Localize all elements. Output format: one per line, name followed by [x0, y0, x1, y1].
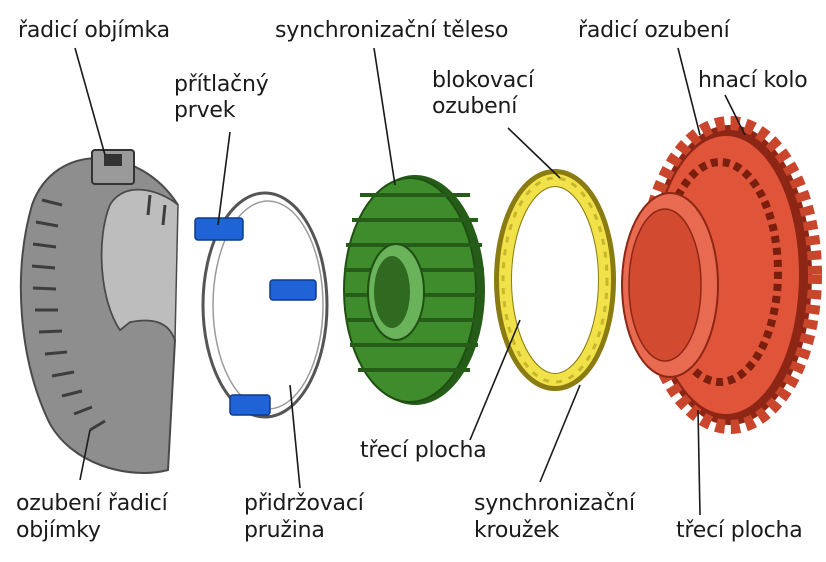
- leader-lines: [74, 47, 746, 516]
- retaining-spring: [201, 191, 329, 419]
- sleeve-internal-teeth: [31, 194, 167, 432]
- synchronizer-body: [343, 175, 485, 405]
- label-drive-gear: hnací kolo: [698, 68, 808, 93]
- label-shift-teeth: řadicí ozubení: [578, 18, 730, 43]
- synchronizer-ring: [494, 169, 616, 391]
- label-friction-surface-ring: třecí plocha: [360, 438, 487, 463]
- shift-sleeve: [19, 149, 179, 474]
- label-shift-sleeve: řadicí objímka: [18, 18, 170, 43]
- sleeve-notch: [91, 149, 135, 185]
- pressure-element-bottom: [229, 394, 271, 416]
- label-synchro-body: synchronizační těleso: [275, 18, 509, 43]
- label-sleeve-teeth-line1: ozubení řadicí: [16, 491, 168, 516]
- label-friction-surface-gear: třecí plocha: [676, 518, 803, 543]
- drive-gear: [621, 116, 822, 434]
- label-synchro-ring-line1: synchronizační: [474, 491, 635, 516]
- label-sleeve-teeth-line2: objímky: [16, 518, 101, 543]
- label-blocking-teeth-line2: ozubení: [432, 94, 518, 119]
- label-pressure-element-line2: prvek: [174, 98, 236, 123]
- label-retaining-spring-line2: pružina: [244, 518, 325, 543]
- label-pressure-element-line1: přítlačný: [174, 72, 269, 97]
- pressure-element-mid: [269, 279, 317, 301]
- label-retaining-spring-line1: přidržovací: [244, 491, 364, 516]
- label-synchro-ring-line2: kroužek: [474, 518, 560, 543]
- label-blocking-teeth-line1: blokovací: [432, 68, 534, 93]
